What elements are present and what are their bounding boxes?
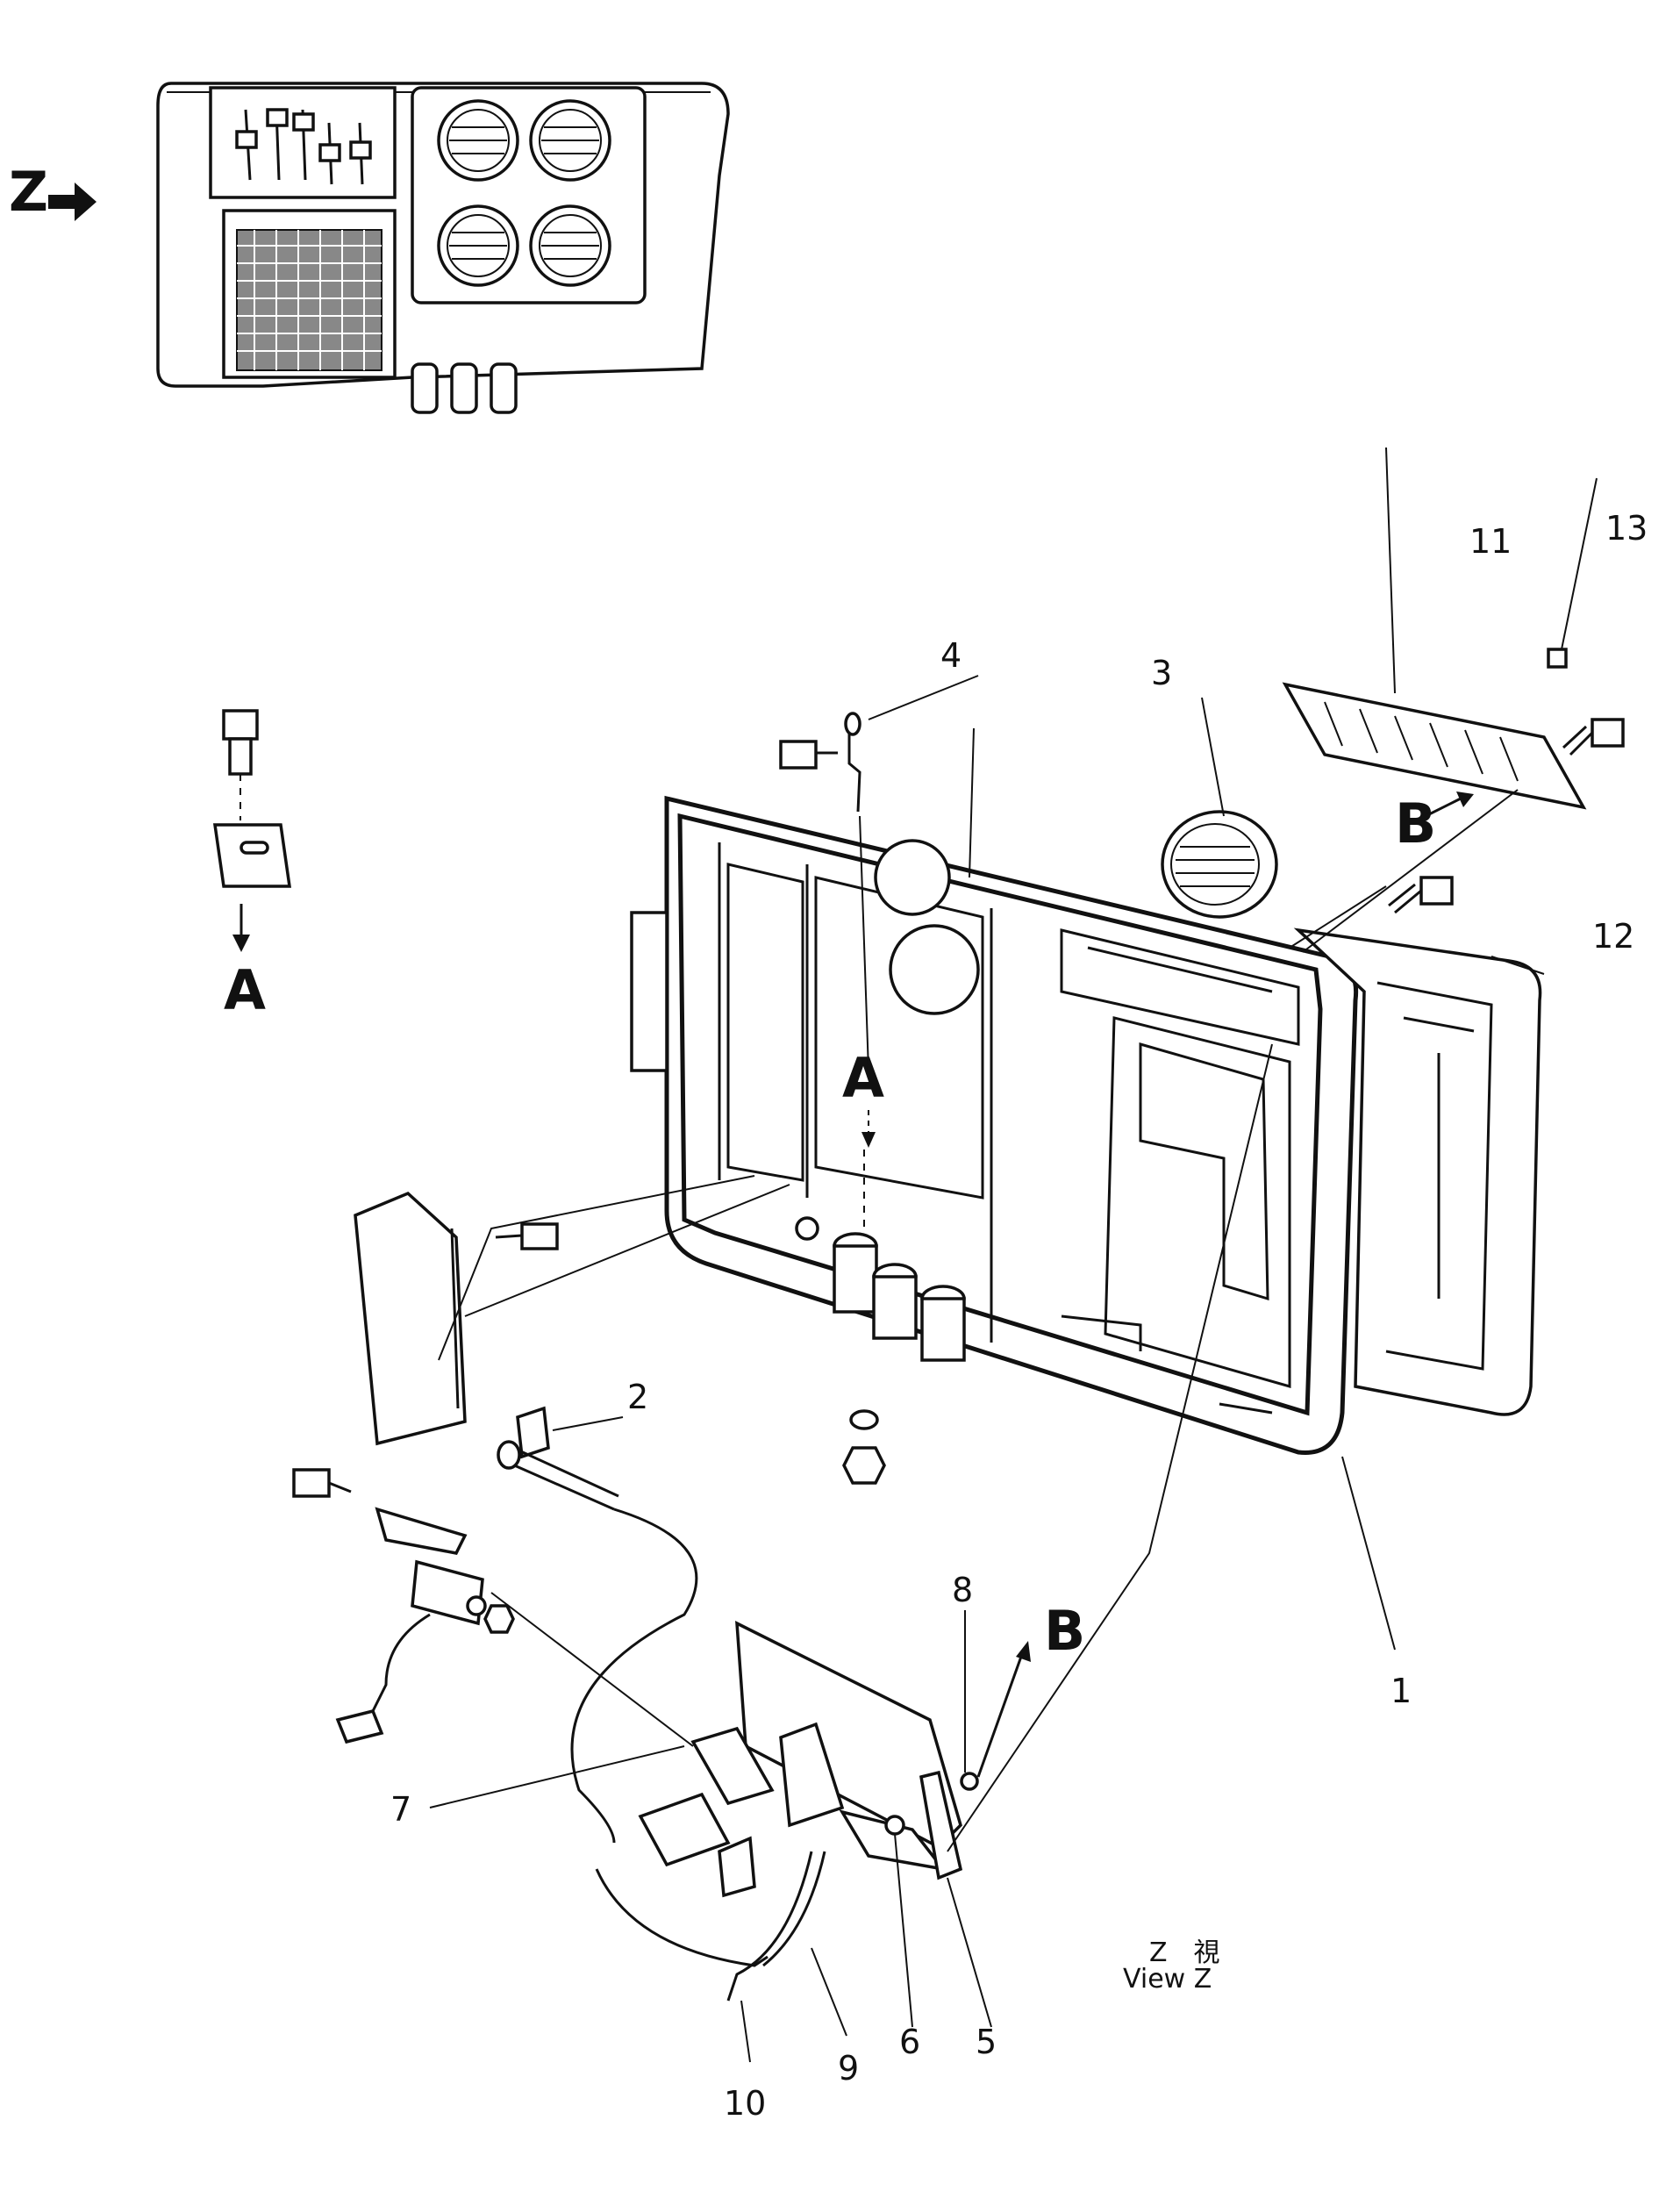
cable-10	[726, 1851, 813, 2002]
bracket-A: A	[212, 709, 292, 1022]
view-z-unit: Z	[9, 82, 730, 414]
cable-9	[595, 1868, 769, 1967]
callout-3: 3	[1151, 654, 1172, 692]
screw-right-mid	[1388, 876, 1454, 914]
callout-7: 7	[390, 1790, 411, 1829]
callout-10: 10	[724, 2084, 766, 2123]
frame-pipe-stubs	[795, 1216, 966, 1362]
callout-11: 11	[1469, 522, 1512, 561]
callout-12: 12	[1592, 917, 1634, 956]
leader-lines	[429, 447, 1598, 2063]
a-marker-left: A	[224, 958, 266, 1022]
b-marker-bottom: B	[1044, 1599, 1085, 1663]
callout-5: 5	[976, 2023, 997, 2061]
pin-6	[884, 1815, 905, 1836]
main-frame	[630, 795, 1359, 1455]
duct-frame-12	[1293, 928, 1542, 1416]
z-marker: Z	[9, 160, 48, 224]
callout-4: 4	[940, 636, 962, 675]
callout-1: 1	[1390, 1672, 1412, 1710]
lever-2	[497, 1406, 619, 1511]
round-vents	[437, 99, 611, 287]
mesh-grille	[236, 229, 382, 371]
view-caption-en: View Z	[1123, 1964, 1212, 1995]
clip-4	[779, 712, 861, 813]
b-marker-top: B	[1395, 791, 1436, 856]
control-assembly	[638, 1621, 979, 1898]
callout-6: 6	[899, 2023, 920, 2061]
screw-right-top	[1562, 718, 1625, 756]
arrow-right-icon	[48, 183, 97, 221]
pipe-stubs	[411, 362, 518, 414]
view-caption-jp: Z 視	[1149, 1937, 1220, 1968]
louvre-plate-11	[1282, 682, 1587, 810]
callout-2: 2	[627, 1378, 648, 1416]
door-panel	[354, 1191, 559, 1446]
cable-upper	[570, 1508, 698, 1844]
callout-9: 9	[838, 2049, 859, 2088]
a-marker-center: A	[842, 1046, 884, 1110]
duct-opening	[889, 924, 980, 1015]
pin-8	[960, 1772, 979, 1791]
washer	[849, 1409, 879, 1430]
side-bracket	[630, 911, 668, 1072]
callout-8: 8	[952, 1571, 973, 1609]
round-vent-3	[1161, 810, 1278, 919]
callout-13: 13	[1605, 509, 1648, 548]
slider-controls	[235, 108, 372, 185]
microswitch	[292, 1468, 515, 1744]
nut	[842, 1446, 886, 1485]
top-plate	[1060, 928, 1300, 1046]
nut-13	[1547, 648, 1568, 669]
